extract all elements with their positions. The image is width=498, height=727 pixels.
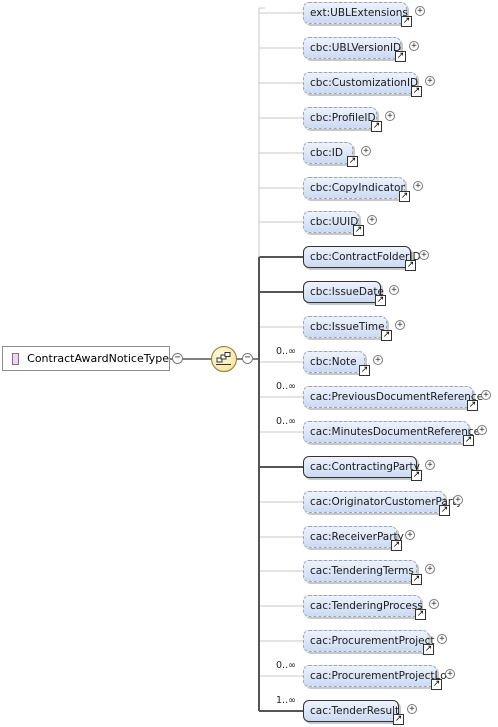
sequence-collapse-icon[interactable]: −: [242, 353, 253, 364]
element-label: cbc:CopyIndicator: [310, 182, 405, 194]
element-label: cbc:ContractFolderID: [310, 251, 421, 263]
element-label: cbc:UBLVersionID: [310, 42, 402, 54]
expand-plus-icon[interactable]: +: [453, 495, 463, 505]
expand-plus-icon[interactable]: +: [445, 669, 455, 679]
reference-arrow-icon: ↗: [347, 156, 358, 167]
element-node[interactable]: cac:OriginatorCustomerParty: [303, 491, 463, 513]
element-label: cac:ContractingParty: [310, 461, 420, 473]
sequence-compositor-icon[interactable]: [211, 346, 237, 372]
element-node[interactable]: cbc:UUID: [303, 211, 359, 233]
element-node[interactable]: cbc:ContractFolderID: [303, 246, 421, 268]
reference-arrow-icon: ↗: [391, 540, 402, 551]
element-label: cbc:UUID: [310, 216, 359, 228]
expand-plus-icon[interactable]: +: [385, 111, 395, 121]
element-label: cac:ProcurementProjectLot: [310, 670, 451, 682]
reference-arrow-icon: ↗: [415, 609, 426, 620]
element-node[interactable]: cbc:CopyIndicator: [303, 177, 405, 199]
expand-plus-icon[interactable]: +: [419, 250, 429, 260]
expand-plus-icon[interactable]: +: [373, 355, 383, 365]
element-node[interactable]: ext:UBLExtensions: [303, 2, 408, 24]
expand-plus-icon[interactable]: +: [477, 425, 487, 435]
reference-arrow-icon: ↗: [399, 191, 410, 202]
element-label: cbc:IssueDate: [310, 286, 384, 298]
element-node[interactable]: cbc:ProfileID: [303, 107, 377, 129]
element-node[interactable]: cac:ProcurementProjectLot: [303, 665, 451, 687]
element-label: cbc:ID: [310, 147, 343, 159]
element-node[interactable]: cac:TenderingProcess: [303, 595, 423, 617]
expand-plus-icon[interactable]: +: [429, 599, 439, 609]
expand-plus-icon[interactable]: +: [437, 634, 447, 644]
element-label: cac:ReceiverParty: [310, 531, 404, 543]
complex-type-icon: [12, 352, 20, 365]
element-label: cac:MinutesDocumentReference: [310, 426, 481, 438]
element-label: cbc:IssueTime: [310, 321, 385, 333]
cardinality-label: 1..∞: [276, 695, 296, 706]
expand-plus-icon[interactable]: +: [395, 320, 405, 330]
expand-plus-icon[interactable]: +: [405, 530, 415, 540]
cardinality-label: 0..∞: [276, 660, 296, 671]
reference-arrow-icon: ↗: [423, 644, 434, 655]
element-label: cbc:Note: [310, 356, 357, 368]
element-node[interactable]: cbc:ID: [303, 142, 353, 164]
expand-plus-icon[interactable]: +: [481, 390, 491, 400]
element-label: cbc:CustomizationID: [310, 77, 419, 89]
reference-arrow-icon: ↗: [411, 574, 422, 585]
element-node[interactable]: cbc:UBLVersionID: [303, 37, 401, 59]
reference-arrow-icon: ↗: [463, 435, 474, 446]
element-node[interactable]: cbc:IssueDate: [303, 281, 384, 303]
reference-arrow-icon: ↗: [411, 470, 422, 481]
reference-arrow-icon: ↗: [393, 714, 404, 725]
element-label: ext:UBLExtensions: [310, 7, 408, 19]
reference-arrow-icon: ↗: [381, 330, 392, 341]
reference-arrow-icon: ↗: [371, 121, 382, 132]
element-label: cbc:ProfileID: [310, 112, 376, 124]
root-collapse-icon[interactable]: −: [172, 353, 183, 364]
expand-plus-icon[interactable]: +: [425, 76, 435, 86]
expand-plus-icon[interactable]: +: [413, 181, 423, 191]
element-label: cac:PreviousDocumentReference: [310, 391, 484, 403]
expand-plus-icon[interactable]: +: [415, 6, 425, 16]
expand-plus-icon[interactable]: +: [425, 460, 435, 470]
element-node[interactable]: cac:TenderingTerms: [303, 560, 417, 582]
element-label: cac:TenderingProcess: [310, 600, 423, 612]
element-node[interactable]: cac:ContractingParty: [303, 456, 420, 478]
cardinality-label: 0..∞: [276, 381, 296, 392]
reference-arrow-icon: ↗: [395, 51, 406, 62]
expand-plus-icon[interactable]: +: [425, 564, 435, 574]
reference-arrow-icon: ↗: [401, 16, 412, 27]
expand-plus-icon[interactable]: +: [367, 215, 377, 225]
reference-arrow-icon: ↗: [467, 400, 478, 411]
element-node[interactable]: cbc:CustomizationID: [303, 72, 419, 94]
reference-arrow-icon: ↗: [405, 260, 416, 271]
element-node[interactable]: cac:MinutesDocumentReference: [303, 421, 480, 443]
root-type-box[interactable]: ContractAwardNoticeType: [2, 346, 170, 371]
expand-plus-icon[interactable]: +: [409, 41, 419, 51]
element-node[interactable]: cac:ProcurementProject: [303, 630, 435, 652]
expand-plus-icon[interactable]: +: [389, 285, 399, 295]
element-node[interactable]: cac:TenderResult: [303, 700, 399, 722]
reference-arrow-icon: ↗: [411, 86, 422, 97]
cardinality-label: 0..∞: [276, 346, 296, 357]
element-node[interactable]: cbc:IssueTime: [303, 316, 387, 338]
reference-arrow-icon: ↗: [359, 365, 370, 376]
element-node[interactable]: cac:ReceiverParty: [303, 526, 404, 548]
reference-arrow-icon: ↗: [431, 679, 442, 690]
reference-arrow-icon: ↗: [375, 295, 386, 306]
element-label: cac:OriginatorCustomerParty: [310, 496, 463, 508]
expand-plus-icon[interactable]: +: [407, 704, 417, 714]
cardinality-label: 0..∞: [276, 416, 296, 427]
element-label: cac:TenderingTerms: [310, 565, 414, 577]
element-label: cac:ProcurementProject: [310, 635, 435, 647]
expand-plus-icon[interactable]: +: [361, 146, 371, 156]
element-node[interactable]: cac:PreviousDocumentReference: [303, 386, 483, 408]
element-label: cac:TenderResult: [310, 705, 400, 717]
root-type-label: ContractAwardNoticeType: [27, 352, 169, 365]
reference-arrow-icon: ↗: [439, 505, 450, 516]
reference-arrow-icon: ↗: [353, 225, 364, 236]
element-node[interactable]: cbc:Note: [303, 351, 365, 373]
